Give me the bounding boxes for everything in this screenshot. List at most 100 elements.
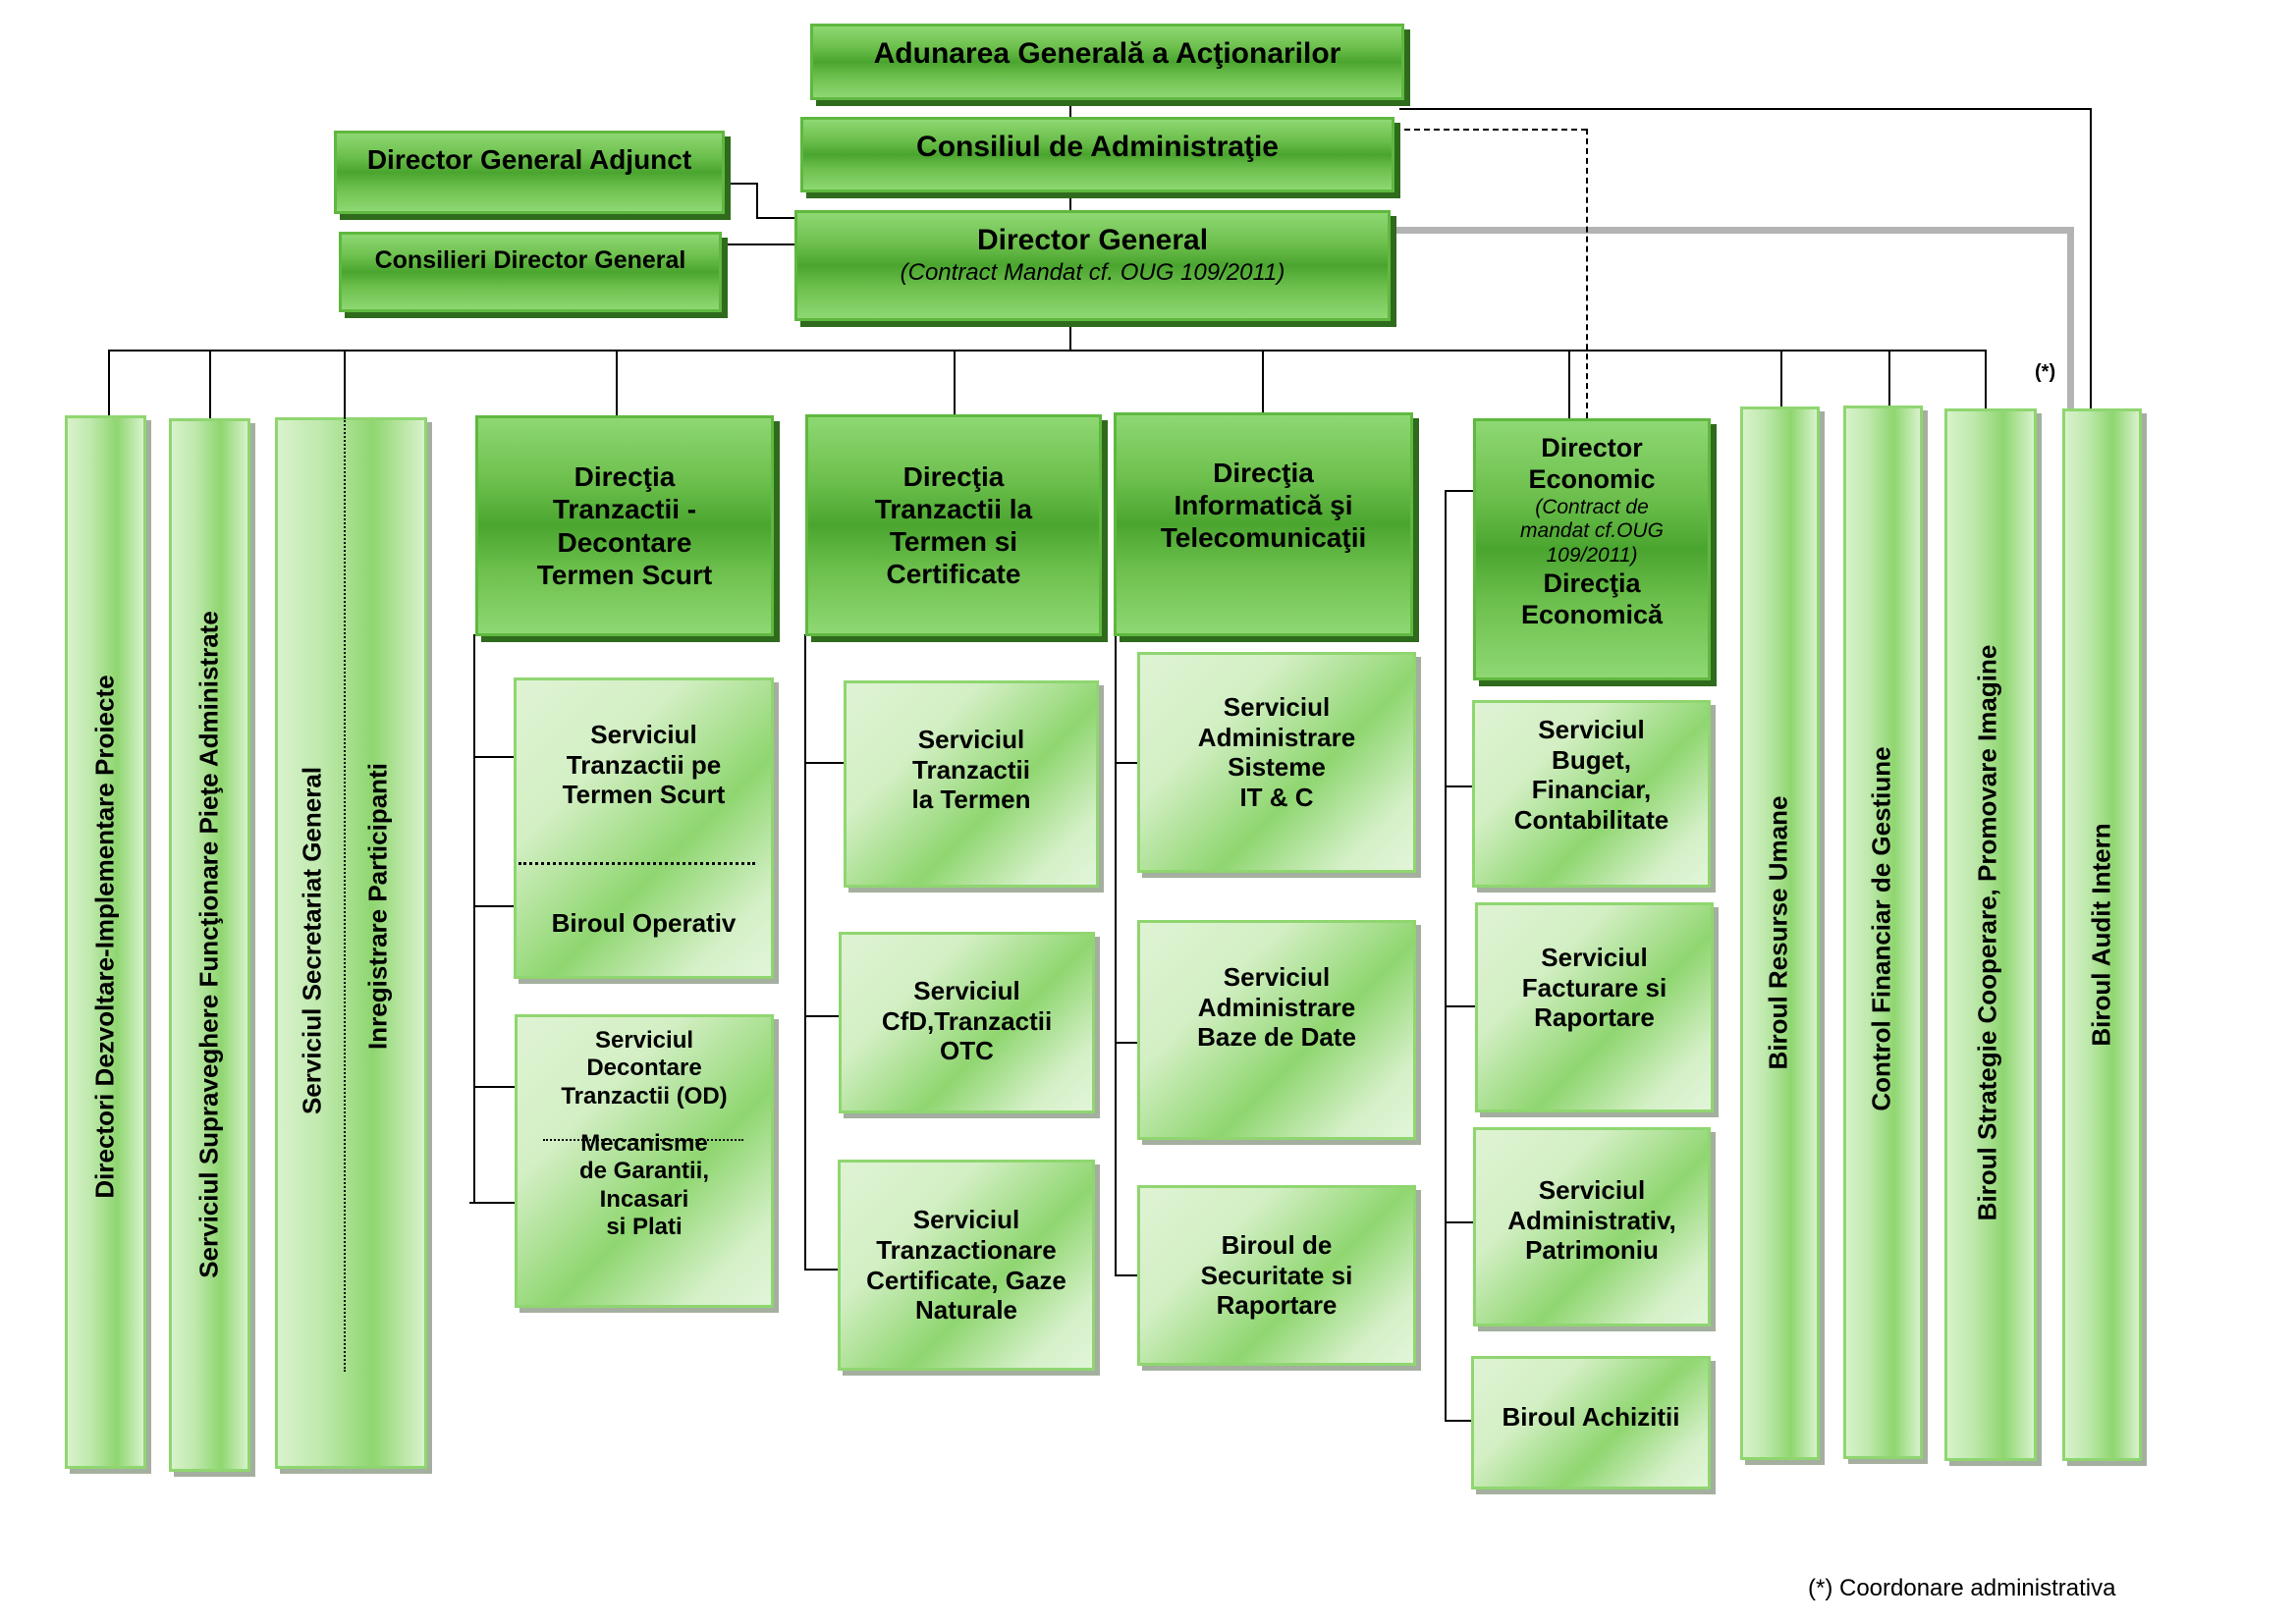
title-line: Telecomunicaţii [1160,522,1367,554]
title-line: Tranzactii - [552,494,697,525]
connector-gm-audit-gray-v [2067,227,2074,408]
footnote: (*) Coordonare administrativa [1808,1575,2116,1601]
title-line: Informatică şi [1174,490,1353,521]
hr-column[interactable] [1740,406,1820,1460]
board-box[interactable]: Consiliul de Administraţie [800,117,1394,192]
market-supervision-label: Serviciul Supraveghere Funcţionare Pieţe… [193,611,224,1278]
stub [469,1202,515,1204]
unit-security-reporting[interactable]: Biroul de Securitate si Raportare [1137,1185,1416,1366]
connector-agm-audit-v [2090,108,2092,408]
gm-box[interactable]: Director General (Contract Mandat cf. OU… [794,210,1391,321]
tree-forward [804,634,806,1271]
market-supervision-column[interactable] [169,418,250,1472]
unit-line: Serviciul [590,720,697,749]
unit-line: Baze de Date [1197,1022,1356,1053]
stub [1445,785,1473,787]
drop-financial-control [1888,350,1890,406]
secretariat-column[interactable] [275,417,427,1469]
connector-gm-bus [1069,316,1071,352]
unit-cfd-otc[interactable]: Serviciul CfD,Tranzactii OTC [839,932,1095,1113]
deputy-gm-box[interactable]: Director General Adjunct [334,131,725,214]
stub [1445,1221,1474,1223]
connector-deputy-h2 [756,217,795,219]
strategy-label: Biroul Strategie Cooperare, Promovare Im… [1972,644,2002,1221]
sub-unit-line: si Plati [606,1213,683,1240]
drop-projects [108,350,110,416]
financial-control-column[interactable] [1843,406,1923,1459]
connector-board-economic-dashed-h [1394,129,1587,131]
agm-box[interactable]: Adunarea Generală a Acţionarilor [810,24,1404,100]
title-line: Termen si [889,526,1018,557]
unit-line: Biroul de [1221,1229,1333,1260]
hr-label: Biroul Resurse Umane [1763,795,1793,1070]
unit-line: Serviciul [1538,1175,1646,1205]
unit-invoicing-reporting[interactable]: Serviciul Facturare si Raportare [1475,902,1714,1112]
unit-line: Buget, [1552,744,1631,775]
unit-line: Serviciul [1223,962,1331,992]
gm-advisors-label: Consilieri Director General [374,246,686,274]
economic-title-line: Director [1541,433,1643,462]
board-label: Consiliul de Administraţie [916,131,1279,163]
unit-line: CfD,Tranzactii [881,1005,1053,1036]
unit-line: Serviciul [1223,692,1331,722]
unit-budget-accounting[interactable]: Serviciul Buget, Financiar, Contabilitat… [1472,700,1711,888]
unit-line: Serviciul [913,976,1020,1005]
title-line: Tranzactii la [874,493,1033,524]
secretariat-divider [344,417,346,1372]
economic-directorate-box[interactable]: Director Economic (Contract de mandat cf… [1473,418,1711,680]
tree-economic [1445,490,1447,1421]
unit-line: Tranzactii (OD) [561,1082,728,1110]
drop-it [1262,350,1264,412]
sub-unit-line: Biroul Operativ [551,908,737,938]
unit-procurement[interactable]: Biroul Achizitii [1471,1356,1711,1489]
connector-board-economic-dashed-v [1586,129,1588,418]
title-line: Direcţia [902,460,1005,492]
connector-deputy-h1 [723,183,758,185]
stub [473,1086,515,1088]
unit-line: Securitate si [1200,1260,1353,1290]
secretariat-label: Serviciul Secretariat General [297,766,327,1115]
audit-column[interactable] [2062,408,2142,1461]
strategy-column[interactable] [1944,408,2037,1461]
unit-line: Serviciul [917,725,1025,754]
unit-settlement[interactable]: Serviciul Decontare Tranzactii (OD) Meca… [515,1014,774,1308]
sub-unit-line: Mecanisme [580,1129,708,1157]
registration-label: Inregistrare Participanti [362,763,393,1050]
unit-line: Tranzactionare [876,1234,1057,1265]
stub [804,762,845,764]
unit-forward-trading[interactable]: Serviciul Tranzactii la Termen [844,680,1099,888]
unit-short-term-trading[interactable]: Serviciul Tranzactii pe Termen Scurt Bir… [514,677,774,979]
forward-directorate-box[interactable]: Direcţia Tranzactii la Termen si Certifi… [805,414,1102,636]
drop-strategy [1985,350,1987,408]
unit-databases[interactable]: Serviciul Administrare Baze de Date [1137,920,1416,1140]
unit-line: Patrimoniu [1525,1235,1659,1266]
unit-line: Naturale [914,1295,1018,1326]
unit-line: Tranzactii [912,754,1030,785]
stub [1445,490,1474,492]
title-line: Termen Scurt [536,559,713,590]
connector-agm-audit-h [1399,108,2091,110]
gm-advisors-box[interactable]: Consilieri Director General [339,232,722,312]
unit-line: OTC [940,1036,994,1066]
unit-line: Tranzactii pe [566,749,722,780]
unit-divider [543,1139,743,1141]
economic-title2-line: Economică [1520,599,1664,629]
economic-mandate-line: (Contract de [1535,495,1649,518]
unit-line: la Termen [911,785,1031,815]
title-line: Decontare [557,526,692,558]
projects-column[interactable] [65,415,146,1469]
stub [1115,1274,1138,1276]
stub [473,905,515,907]
unit-text: Serviciul Tranzactii pe Termen Scurt [563,720,726,833]
unit-line: Serviciul [1538,715,1645,744]
it-directorate-box[interactable]: Direcţia Informatică şi Telecomunicaţii [1114,412,1413,636]
unit-it-systems[interactable]: Serviciul Administrare Sisteme IT & C [1137,652,1416,873]
unit-line: Facturare si [1521,972,1667,1002]
stub [1115,1042,1138,1044]
unit-administrative[interactable]: Serviciul Administrativ, Patrimoniu [1473,1127,1711,1326]
drop-secretariat [344,350,346,417]
short-term-directorate-box[interactable]: Direcţia Tranzactii - Decontare Termen S… [475,415,774,636]
connector-deputy-v [756,183,758,219]
unit-certificates-gas[interactable]: Serviciul Tranzactionare Certificate, Ga… [838,1160,1095,1371]
